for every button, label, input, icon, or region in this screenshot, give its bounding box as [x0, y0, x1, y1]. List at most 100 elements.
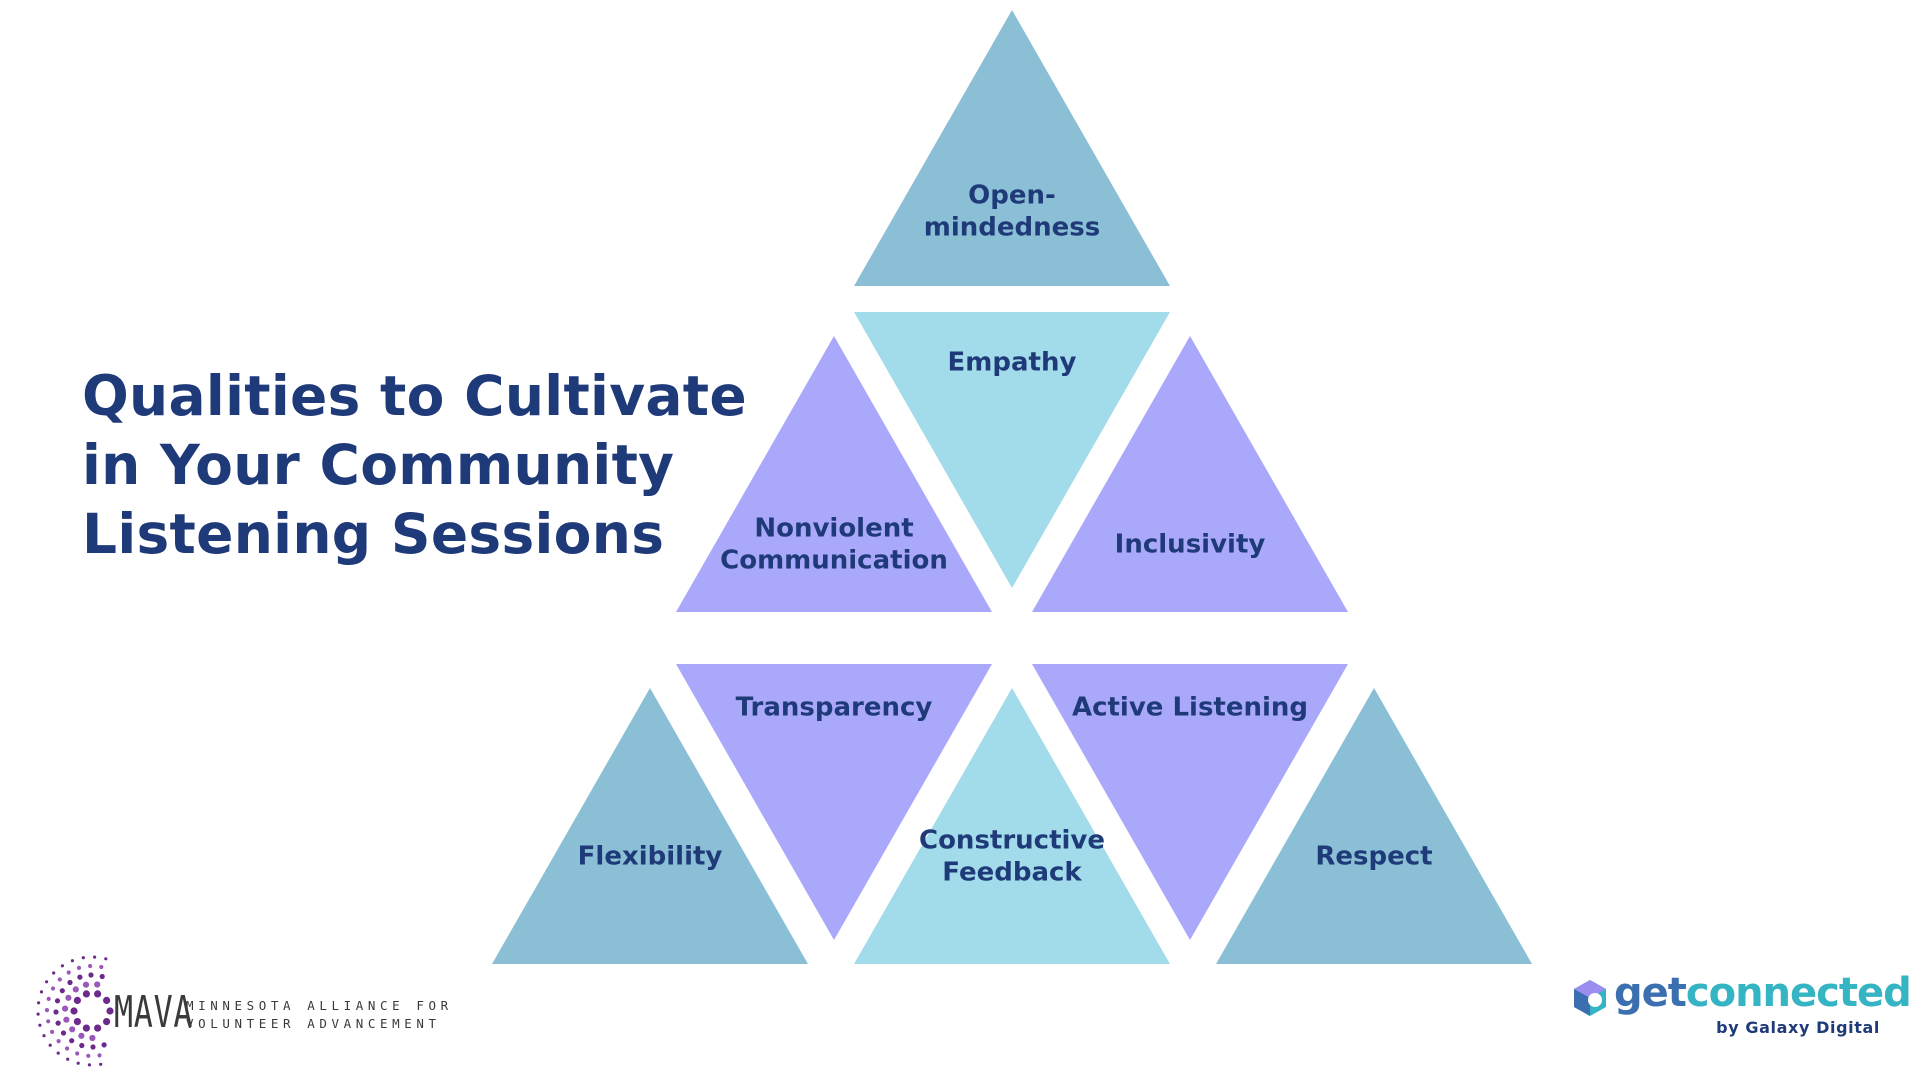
mava-dot [66, 970, 71, 975]
triangle-label-constructive-feedback-line-2: Feedback [942, 858, 1082, 888]
triangle-label-open-mindedness-line-1: Open- [968, 181, 1056, 211]
getconnected-byline: by Galaxy Digital [1716, 1018, 1880, 1037]
mava-dot [103, 996, 111, 1004]
mava-dot [88, 972, 94, 978]
triangle-respect: Respect [1216, 688, 1532, 964]
mava-logo: MAVA MINNESOTA ALLIANCE FOR VOLUNTEER AD… [36, 955, 456, 1075]
mava-dot [50, 986, 56, 991]
mava-dot [99, 973, 105, 980]
mava-dot [90, 1044, 96, 1050]
mava-dot [53, 1009, 59, 1015]
mava-dot [57, 977, 62, 982]
mava-dot [82, 1024, 90, 1032]
mava-dot [60, 964, 64, 968]
triangle-label-inclusivity: Inclusivity [1115, 530, 1266, 560]
mava-dot [106, 1007, 114, 1015]
triangle-shape-transparency [676, 664, 992, 940]
getconnected-word-get: get [1614, 970, 1687, 1016]
triangle-transparency: Transparency [676, 664, 992, 940]
mava-dot [46, 996, 51, 1001]
triangle-label-constructive-feedback-line-1: Constructive [919, 826, 1105, 856]
mava-dot [94, 1024, 102, 1032]
mava-dot [97, 1053, 102, 1058]
mava-dot [78, 1032, 85, 1039]
title-line-2: in Your Community [82, 433, 675, 497]
triangle-shape-nonviolent-communication [676, 336, 992, 612]
mava-dot [73, 1018, 81, 1026]
mava-dot [93, 955, 97, 959]
triangle-label-empathy: Empathy [948, 348, 1077, 378]
triangle-empathy: Empathy [854, 312, 1170, 588]
mava-dot [45, 980, 49, 984]
mava-dot [59, 988, 65, 994]
mava-dot [76, 965, 82, 970]
mava-subtitle: MINNESOTA ALLIANCE FOR VOLUNTEER ADVANCE… [186, 997, 453, 1033]
mava-dot [65, 1046, 70, 1051]
page-title: Qualities to Cultivate in Your Community… [82, 362, 747, 569]
mava-dot [66, 1057, 70, 1061]
triangle-shape-inclusivity [1032, 336, 1348, 612]
mava-dot [65, 994, 72, 1001]
getconnected-mark-icon [1574, 980, 1606, 1016]
mava-dot [70, 959, 74, 963]
mava-dot [72, 986, 79, 993]
triangle-label-transparency: Transparency [736, 693, 933, 723]
triangle-shape-constructive-feedback [854, 688, 1170, 964]
mava-dot [104, 957, 108, 961]
mava-dot [94, 981, 101, 988]
triangle-shape-respect [1216, 688, 1532, 964]
mava-dot [44, 1008, 50, 1013]
triangle-label-nonviolent-communication-line-2: Communication [720, 546, 948, 576]
mava-dot [56, 1051, 60, 1055]
triangle-inclusivity: Inclusivity [1032, 336, 1348, 612]
triangle-active-listening: Active Listening [1032, 664, 1348, 940]
getconnected-word-connected: connected [1685, 970, 1912, 1016]
triangle-label-open-mindedness-line-2: mindedness [924, 213, 1100, 243]
mava-dot [82, 990, 90, 998]
triangle-shape-flexibility [492, 688, 808, 964]
triangle-shape-open-mindedness [854, 10, 1170, 286]
getconnected-wordmark: getconnected [1614, 970, 1912, 1016]
mava-dot [79, 1042, 85, 1049]
mava-dot [82, 981, 90, 988]
mava-subtitle-line-1: MINNESOTA ALLIANCE FOR [186, 998, 453, 1013]
triangle-shape-empathy [854, 312, 1170, 588]
mava-dot [37, 1001, 41, 1005]
mava-dot [99, 964, 104, 970]
mava-dot [39, 990, 44, 994]
triangle-label-respect: Respect [1315, 842, 1432, 872]
mava-dot [60, 1030, 67, 1036]
mava-dot [38, 1023, 42, 1027]
mava-dot [67, 979, 73, 986]
mava-dot [99, 1062, 103, 1066]
mava-dot [62, 1005, 69, 1012]
mava-dot [56, 1039, 61, 1044]
mava-dots-icon [36, 955, 114, 1067]
mava-dot [89, 1034, 96, 1042]
mava-dot [86, 1053, 91, 1058]
mava-subtitle-line-2: VOLUNTEER ADVANCEMENT [186, 1016, 441, 1031]
mava-dot [36, 1012, 40, 1016]
mava-dot [103, 1018, 111, 1026]
triangle-shape-active-listening [1032, 664, 1348, 940]
mava-dot [46, 1019, 51, 1024]
mava-dot [101, 1042, 107, 1048]
mava-dot [69, 1038, 75, 1044]
title-line-3: Listening Sessions [82, 502, 665, 566]
mava-dot [55, 1020, 61, 1026]
mava-dot [48, 1043, 52, 1047]
mava-dot [76, 1061, 80, 1065]
triangle-label-flexibility: Flexibility [578, 842, 723, 872]
getconnected-logo: getconnected by Galaxy Digital [1570, 970, 1912, 1040]
mava-dot [81, 956, 85, 960]
mava-dot [63, 1016, 70, 1023]
mava-dot [94, 990, 102, 998]
mava-wordmark: MAVA [114, 987, 194, 1038]
title-line-1: Qualities to Cultivate [82, 364, 747, 428]
mava-dot [88, 963, 93, 969]
mava-dot [75, 1051, 80, 1056]
mava-dot [77, 974, 83, 980]
